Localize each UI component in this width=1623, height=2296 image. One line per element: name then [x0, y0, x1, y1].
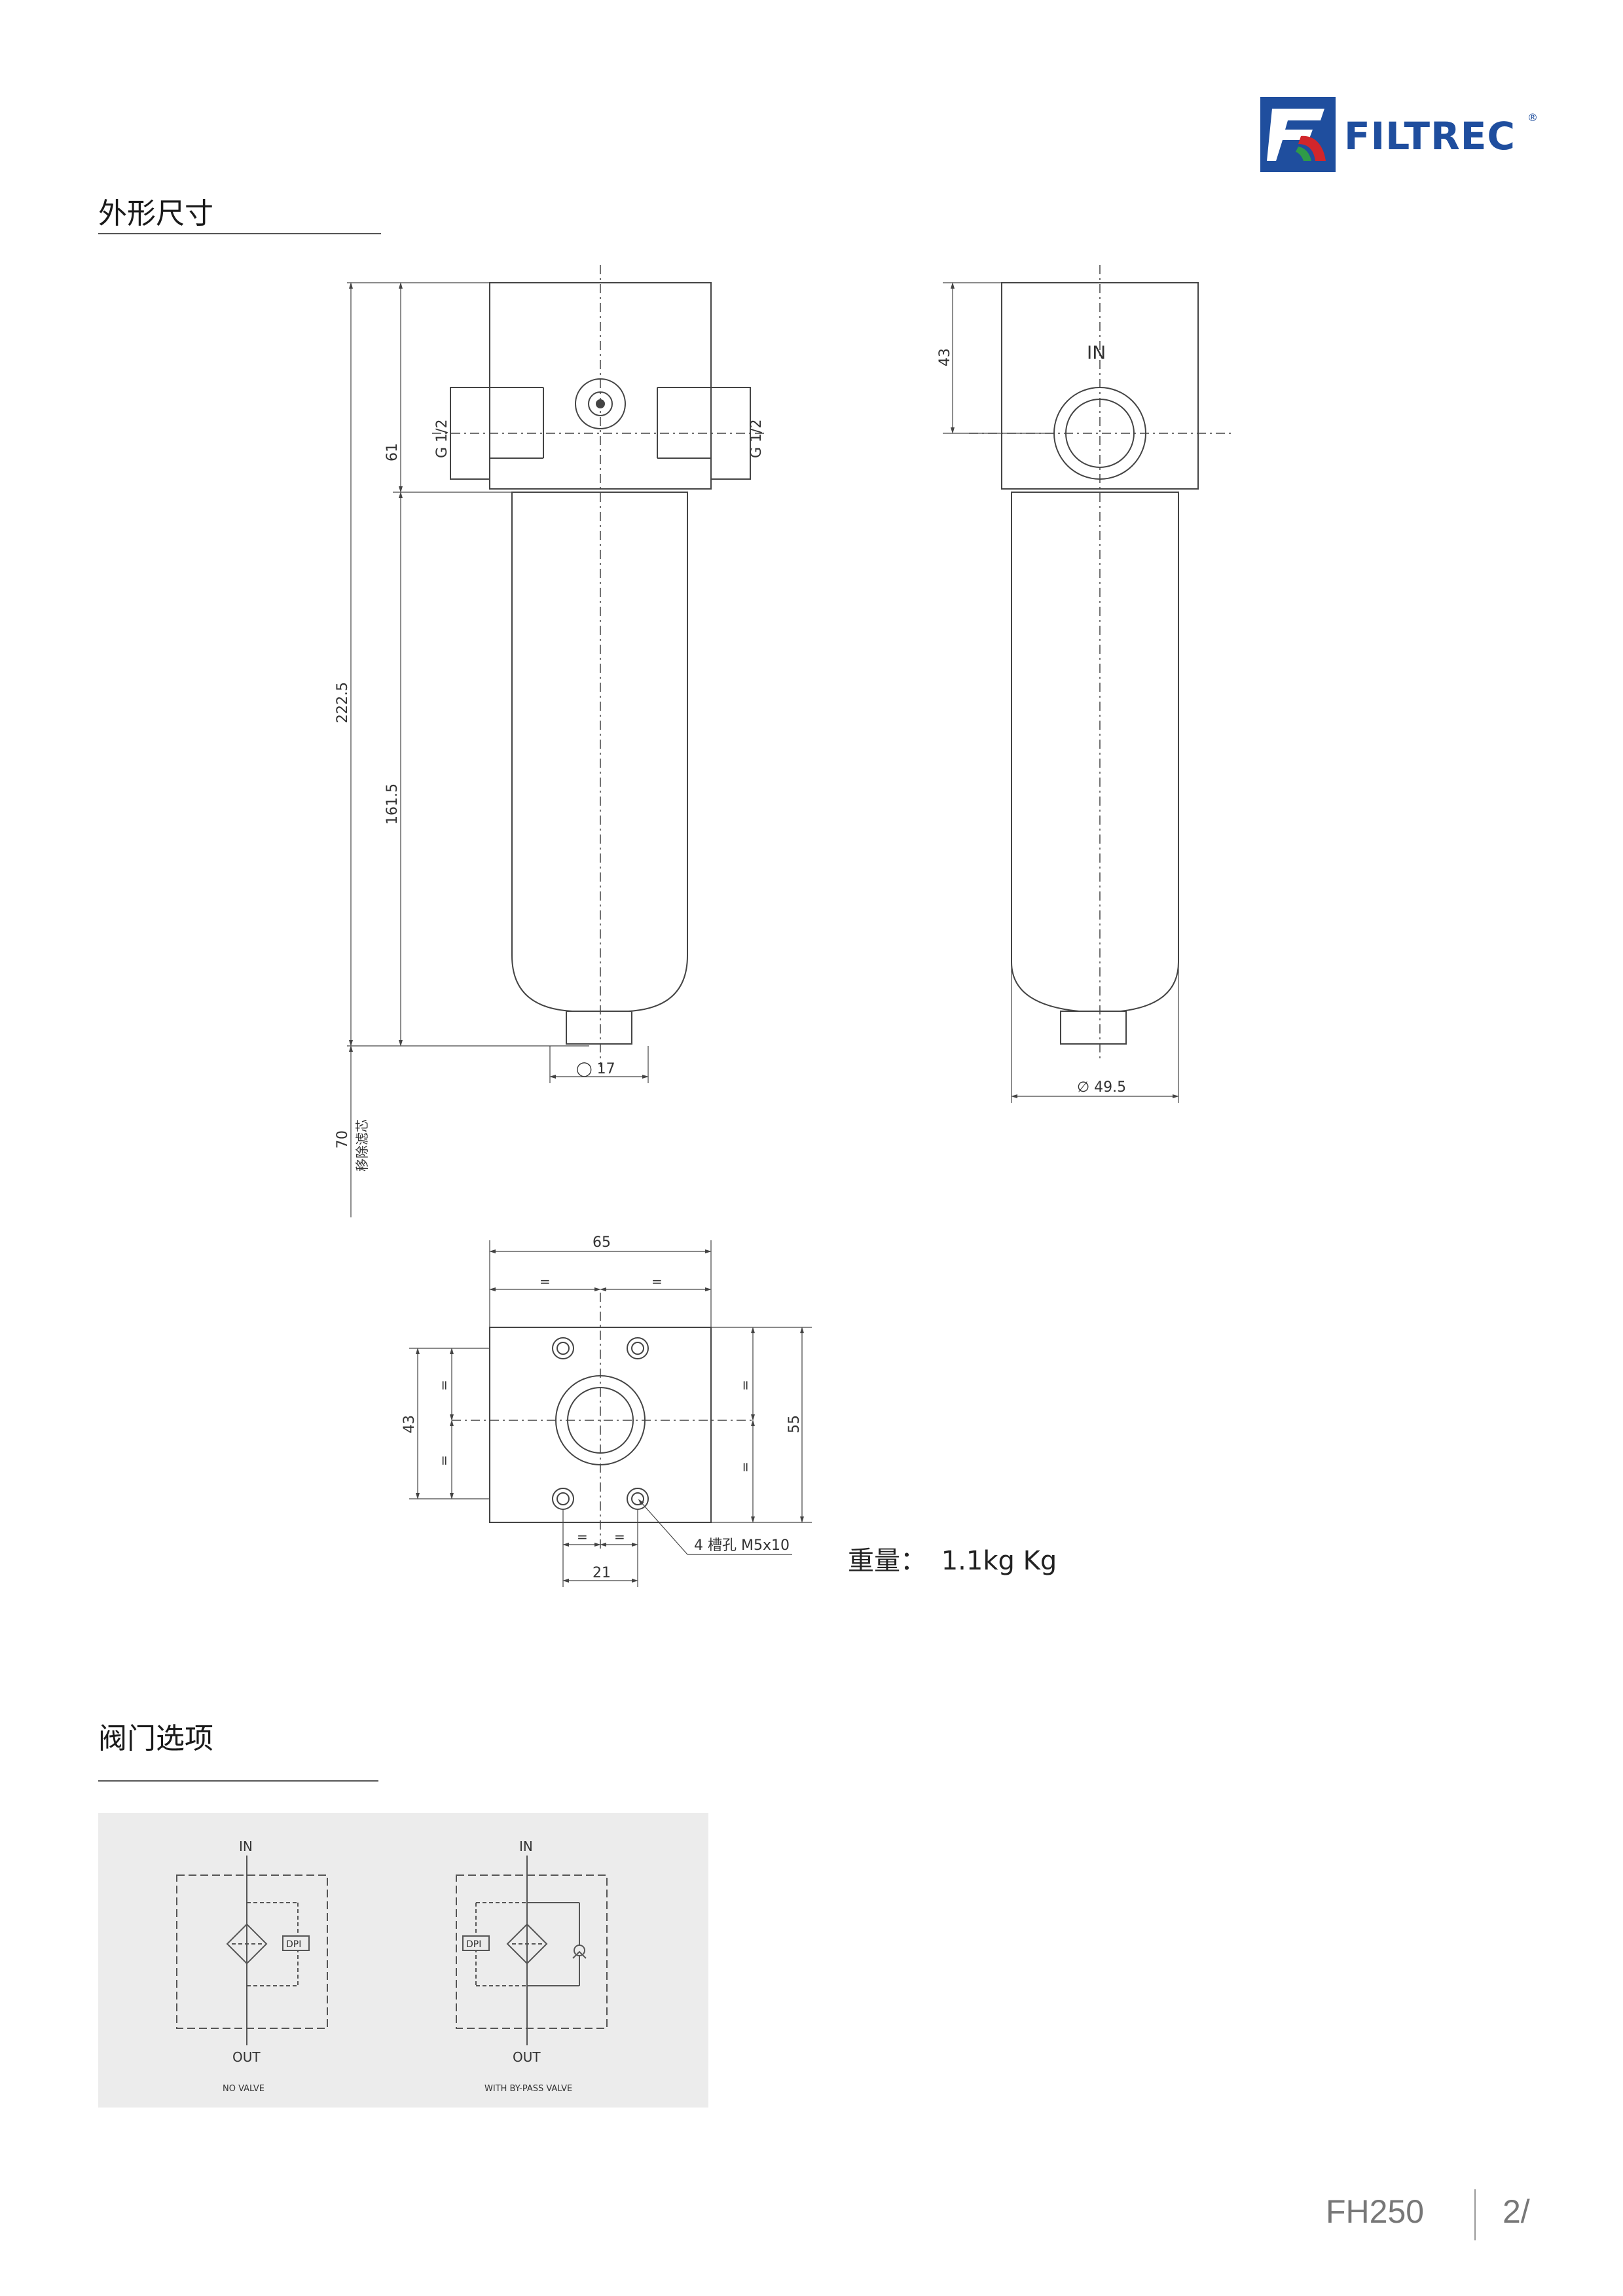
- bypass-caption: WITH BY-PASS VALVE: [484, 2084, 572, 2094]
- dim-eq-4: =: [436, 1455, 452, 1466]
- dim-hex: ◯ 17: [576, 1061, 615, 1077]
- dim-eq-1: =: [539, 1274, 551, 1289]
- no-valve-caption: NO VALVE: [223, 2084, 264, 2094]
- no-valve-in: IN: [239, 1839, 253, 1854]
- dimensions-title: 外形尺寸: [98, 197, 213, 230]
- dim-width: 65: [593, 1234, 611, 1251]
- side-view: [943, 265, 1231, 1103]
- registered-mark: ®: [1527, 111, 1538, 124]
- holes-note: 4 槽孔 M5x10: [694, 1537, 790, 1554]
- valve-options-panel: IN OUT DPI NO VALVE IN OUT DPI WITH BY-P…: [98, 1813, 708, 2108]
- top-view: [409, 1240, 812, 1587]
- footer-model: FH250: [1326, 2193, 1425, 2230]
- inlet-label: IN: [1087, 342, 1106, 363]
- footer-divider: [1474, 2189, 1476, 2240]
- dim-removal: 70: [335, 1130, 351, 1149]
- filtrec-logo-icon: [1260, 97, 1336, 172]
- no-valve-out: OUT: [232, 2049, 261, 2065]
- no-valve-schematic: [176, 1856, 328, 2045]
- dim-height: 55: [786, 1415, 803, 1433]
- valve-schematics: IN OUT DPI NO VALVE IN OUT DPI WITH BY-P…: [176, 1839, 608, 2094]
- dim-bowl: 161.5: [384, 783, 401, 825]
- dim-eq-6: =: [737, 1462, 753, 1473]
- dimensions-title-rule: [98, 233, 381, 234]
- bypass-schematic: [456, 1856, 608, 2045]
- dim-eq-8: =: [614, 1529, 625, 1545]
- brand-name: FILTREC: [1344, 114, 1516, 158]
- dim-eq-3: =: [436, 1380, 452, 1391]
- valve-title: 阀门选项: [98, 1722, 213, 1755]
- removal-note: 移除滤芯: [354, 1119, 370, 1172]
- weight-label: 重量：: [848, 1546, 926, 1576]
- valve-title-rule: [98, 1780, 378, 1782]
- dim-eq-7: =: [577, 1529, 588, 1545]
- dim-total: 222.5: [335, 682, 351, 723]
- dim-eq-2: =: [651, 1274, 663, 1289]
- bypass-dpi: DPI: [466, 1939, 481, 1950]
- dim-height-holes: 43: [401, 1415, 418, 1433]
- dim-inlet-height: 43: [937, 348, 953, 367]
- front-view: [347, 265, 766, 1217]
- port-left-label: G 1/2: [434, 420, 450, 458]
- dim-holes-spacing: 21: [593, 1565, 611, 1581]
- dim-eq-5: =: [737, 1380, 753, 1391]
- port-right-label: G 1/2: [748, 420, 765, 458]
- bypass-in: IN: [519, 1839, 533, 1854]
- footer-page: 2/: [1503, 2193, 1530, 2230]
- brand-logo: FILTREC ®: [1260, 97, 1542, 172]
- dim-head: 61: [384, 443, 401, 461]
- dim-diameter: ∅ 49.5: [1077, 1079, 1126, 1096]
- bypass-out: OUT: [513, 2049, 541, 2065]
- weight-value: 1.1kg Kg: [941, 1546, 1057, 1576]
- no-valve-dpi: DPI: [286, 1939, 301, 1950]
- dimension-drawing: G 1/2 G 1/2 61 222.5 161.5 70 移除滤芯 ◯ 17 …: [335, 265, 1231, 1587]
- weight-line: 重量： 1.1kg Kg: [848, 1539, 1057, 1577]
